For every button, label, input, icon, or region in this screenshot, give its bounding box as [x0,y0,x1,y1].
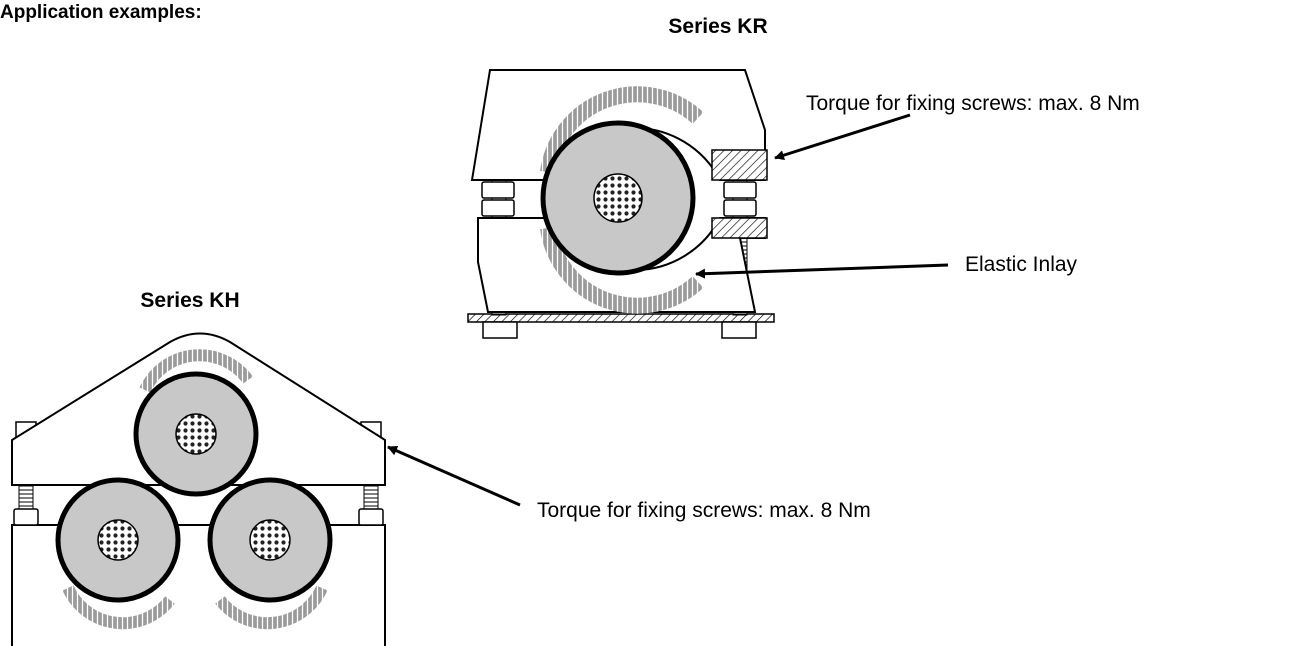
kr-nut-right-upper [723,181,757,199]
kh-inlay-top [139,349,253,393]
kh-torque-arrow [387,445,521,507]
kr-nut-right-lower [723,199,757,217]
kr-nut-left-upper [481,181,515,199]
kh-inlay-left [62,585,175,630]
page-heading: Application examples: [0,2,202,23]
kr-inlay-arrow [695,263,949,279]
kr-base-plate [467,313,775,323]
kr-elastic-inlay-top [540,86,704,174]
series-kh-section: Series KH Torque f [11,289,871,646]
kr-torque-annotation: Torque for fixing screws: max. 8 Nm [806,92,1140,115]
kr-torque-arrow [774,113,911,161]
kh-cable-left-conductor [97,519,139,561]
kh-nut-left [13,508,39,526]
series-kr-title: Series KR [668,15,767,38]
series-kr-section: Series KR [467,15,1140,339]
kh-bolt-left [18,484,34,512]
kh-clamp-drawing [11,332,386,646]
kr-bottom-nut-right [721,321,757,339]
series-kh-title: Series KH [140,289,239,312]
kh-torque-annotation: Torque for fixing screws: max. 8 Nm [537,499,871,522]
kr-upper-ear-hatch [711,149,768,181]
kh-cable-right-conductor [249,519,291,561]
kr-nut-left-lower [481,199,515,217]
kr-elastic-inlay-bottom [540,226,704,314]
kr-inlay-annotation: Elastic Inlay [965,253,1078,276]
kh-nut-right [358,508,384,526]
kr-lower-ear-hatch [711,217,768,239]
kr-clamp-drawing [467,69,775,339]
kr-bottom-nut-left [482,321,518,339]
kr-cable-conductor [593,173,643,223]
kh-inlay-right [215,585,328,630]
kh-bolt-right [363,484,379,512]
kh-cable-top-conductor [175,413,217,455]
